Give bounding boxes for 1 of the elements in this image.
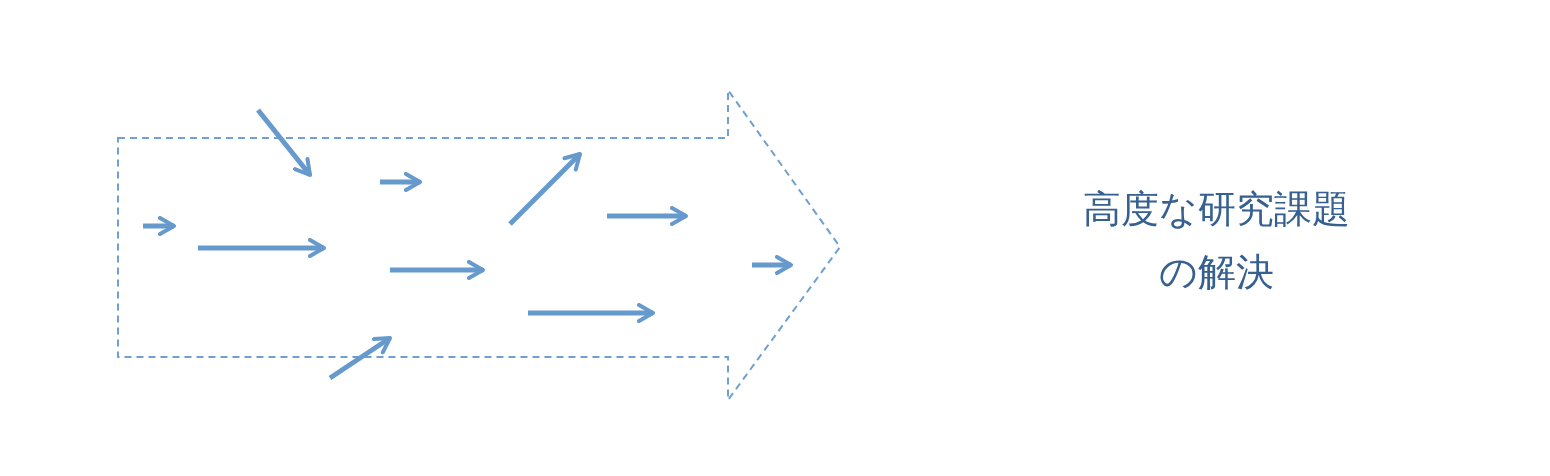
goal-text: 高度な研究課題の解決 [1082,186,1352,296]
